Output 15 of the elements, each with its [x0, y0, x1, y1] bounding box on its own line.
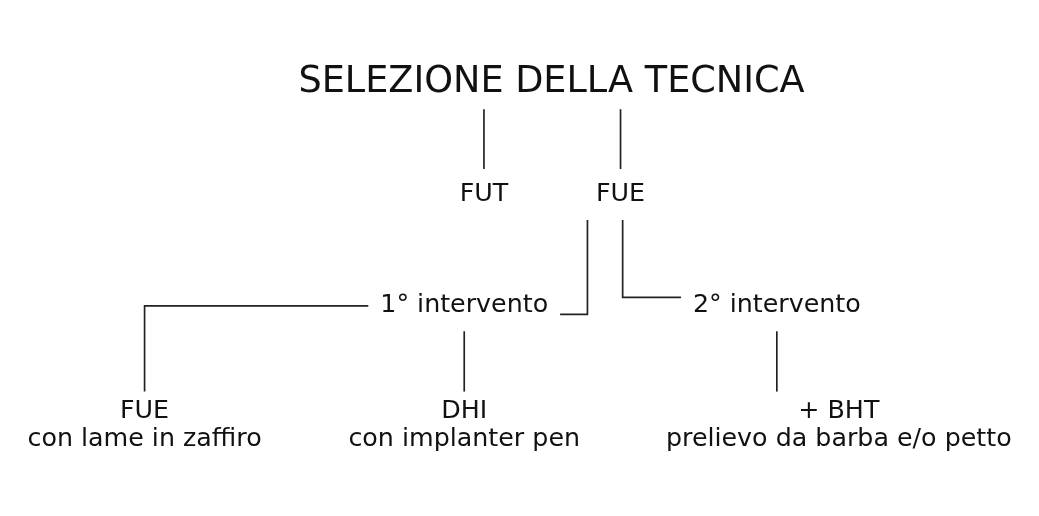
node-text: FUE con lame in zaffiro: [27, 393, 262, 452]
connector: [619, 108, 622, 170]
node-text: + BHT prelievo da barba e/o petto: [665, 393, 1012, 452]
node-text: DHI con implanter pen: [348, 393, 581, 452]
node-text: FUE: [595, 176, 646, 207]
connector: [621, 219, 682, 299]
connector: [143, 305, 370, 393]
connector: [483, 108, 485, 170]
node-text: 2° intervento: [692, 288, 861, 319]
node-text: FUT: [459, 176, 509, 207]
connector: [463, 330, 466, 393]
node-text: SELEZIONE DELLA TECNICA: [298, 57, 805, 101]
node-text: 1° intervento: [380, 288, 549, 319]
connector: [559, 219, 589, 316]
connector: [776, 330, 778, 393]
